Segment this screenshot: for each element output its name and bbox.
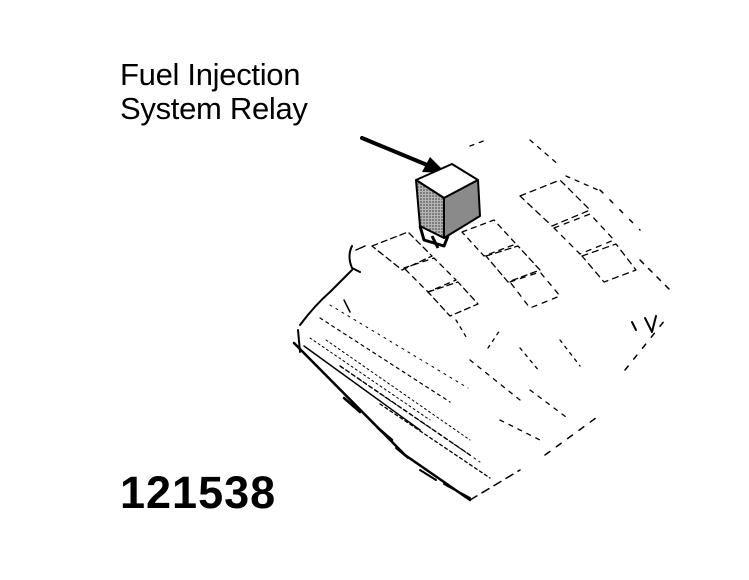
callout-label: Fuel Injection System Relay	[120, 58, 308, 126]
fuel-injection-relay	[415, 163, 481, 249]
fuse-box-body	[292, 189, 671, 502]
figure-number: 121538	[120, 467, 277, 518]
callout-label-line-2: System Relay	[120, 91, 308, 126]
fuse-rows	[303, 299, 491, 499]
callout-arrow	[360, 136, 446, 173]
relay-blocks	[371, 139, 637, 441]
callout-label-line-1: Fuel Injection	[120, 57, 301, 92]
